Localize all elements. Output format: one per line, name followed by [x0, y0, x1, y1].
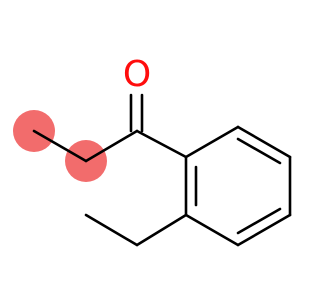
ethyl-chain-bond [84, 213, 139, 247]
aromatic-inner-bond-top-right [236, 137, 282, 165]
aromatic-inner-bond-bottom [236, 207, 282, 235]
ring-bond-4 [236, 213, 292, 247]
ring-bond-2 [236, 125, 292, 159]
oxygen-atom-label: O [123, 54, 151, 95]
ring-bond-5 [184, 213, 240, 247]
carbonyl-ring-bond [135, 129, 188, 159]
methyl-methylene-bond [32, 129, 88, 163]
molecule-structure: O [13, 54, 292, 247]
ring-ethyl-bond [135, 213, 188, 247]
ring-bond-1 [184, 125, 240, 159]
methylene-carbonyl-bond [84, 129, 139, 163]
